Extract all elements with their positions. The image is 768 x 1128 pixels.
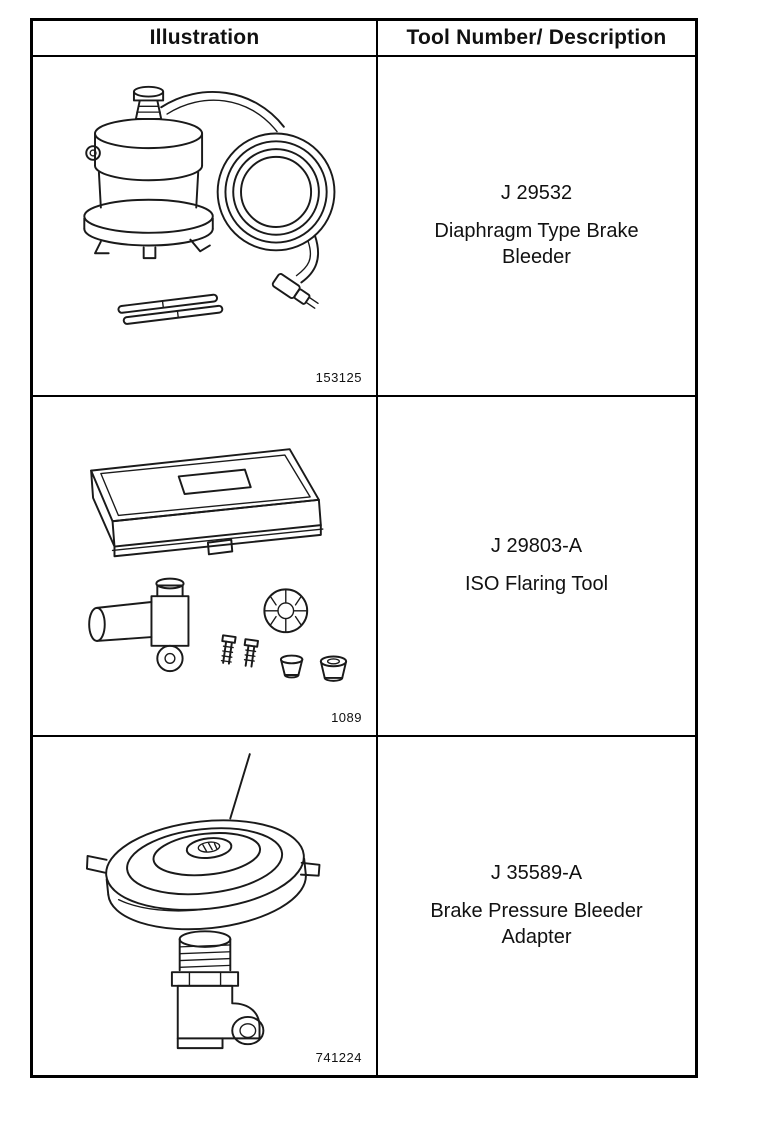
illustration-cell: 741224 — [33, 737, 378, 1075]
tool-number: J 35589-A — [490, 862, 583, 884]
special-tools-table: Illustration Tool Number/ Description — [30, 18, 698, 1078]
diaphragm-brake-bleeder-illustration — [82, 85, 335, 325]
tool-number: J 29532 — [500, 182, 573, 204]
description-cell: J 29532 Diaphragm Type Brake Bleeder — [378, 57, 695, 395]
table-row: 1089 J 29803-A ISO Flaring Tool — [33, 395, 695, 735]
tool-description: ISO Flaring Tool — [464, 573, 609, 595]
table-row: 153125 J 29532 Diaphragm Type Brake Blee… — [33, 55, 695, 395]
description-cell: J 29803-A ISO Flaring Tool — [378, 397, 695, 735]
description-cell: J 35589-A Brake Pressure Bleeder Adapter — [378, 737, 695, 1075]
table-row: 741224 J 35589-A Brake Pressure Bleeder … — [33, 735, 695, 1075]
header-tool-number-description: Tool Number/ Description — [406, 26, 667, 49]
figure-number: 1089 — [331, 710, 362, 725]
header-illustration: Illustration — [33, 21, 378, 55]
figure-number: 741224 — [315, 1050, 362, 1065]
tool-number: J 29803-A — [490, 535, 583, 557]
tool-description: Diaphragm Type Brake Bleeder — [434, 220, 639, 268]
figure-number: 153125 — [315, 370, 362, 385]
illustration-cell: 1089 — [33, 397, 378, 735]
tool-description: Brake Pressure Bleeder Adapter — [430, 900, 643, 948]
table-header-row: Illustration Tool Number/ Description — [33, 21, 695, 55]
illustration-cell: 153125 — [33, 57, 378, 395]
brake-pressure-bleeder-adapter-illustration — [85, 753, 320, 1050]
iso-flaring-tool-illustration — [87, 448, 347, 682]
